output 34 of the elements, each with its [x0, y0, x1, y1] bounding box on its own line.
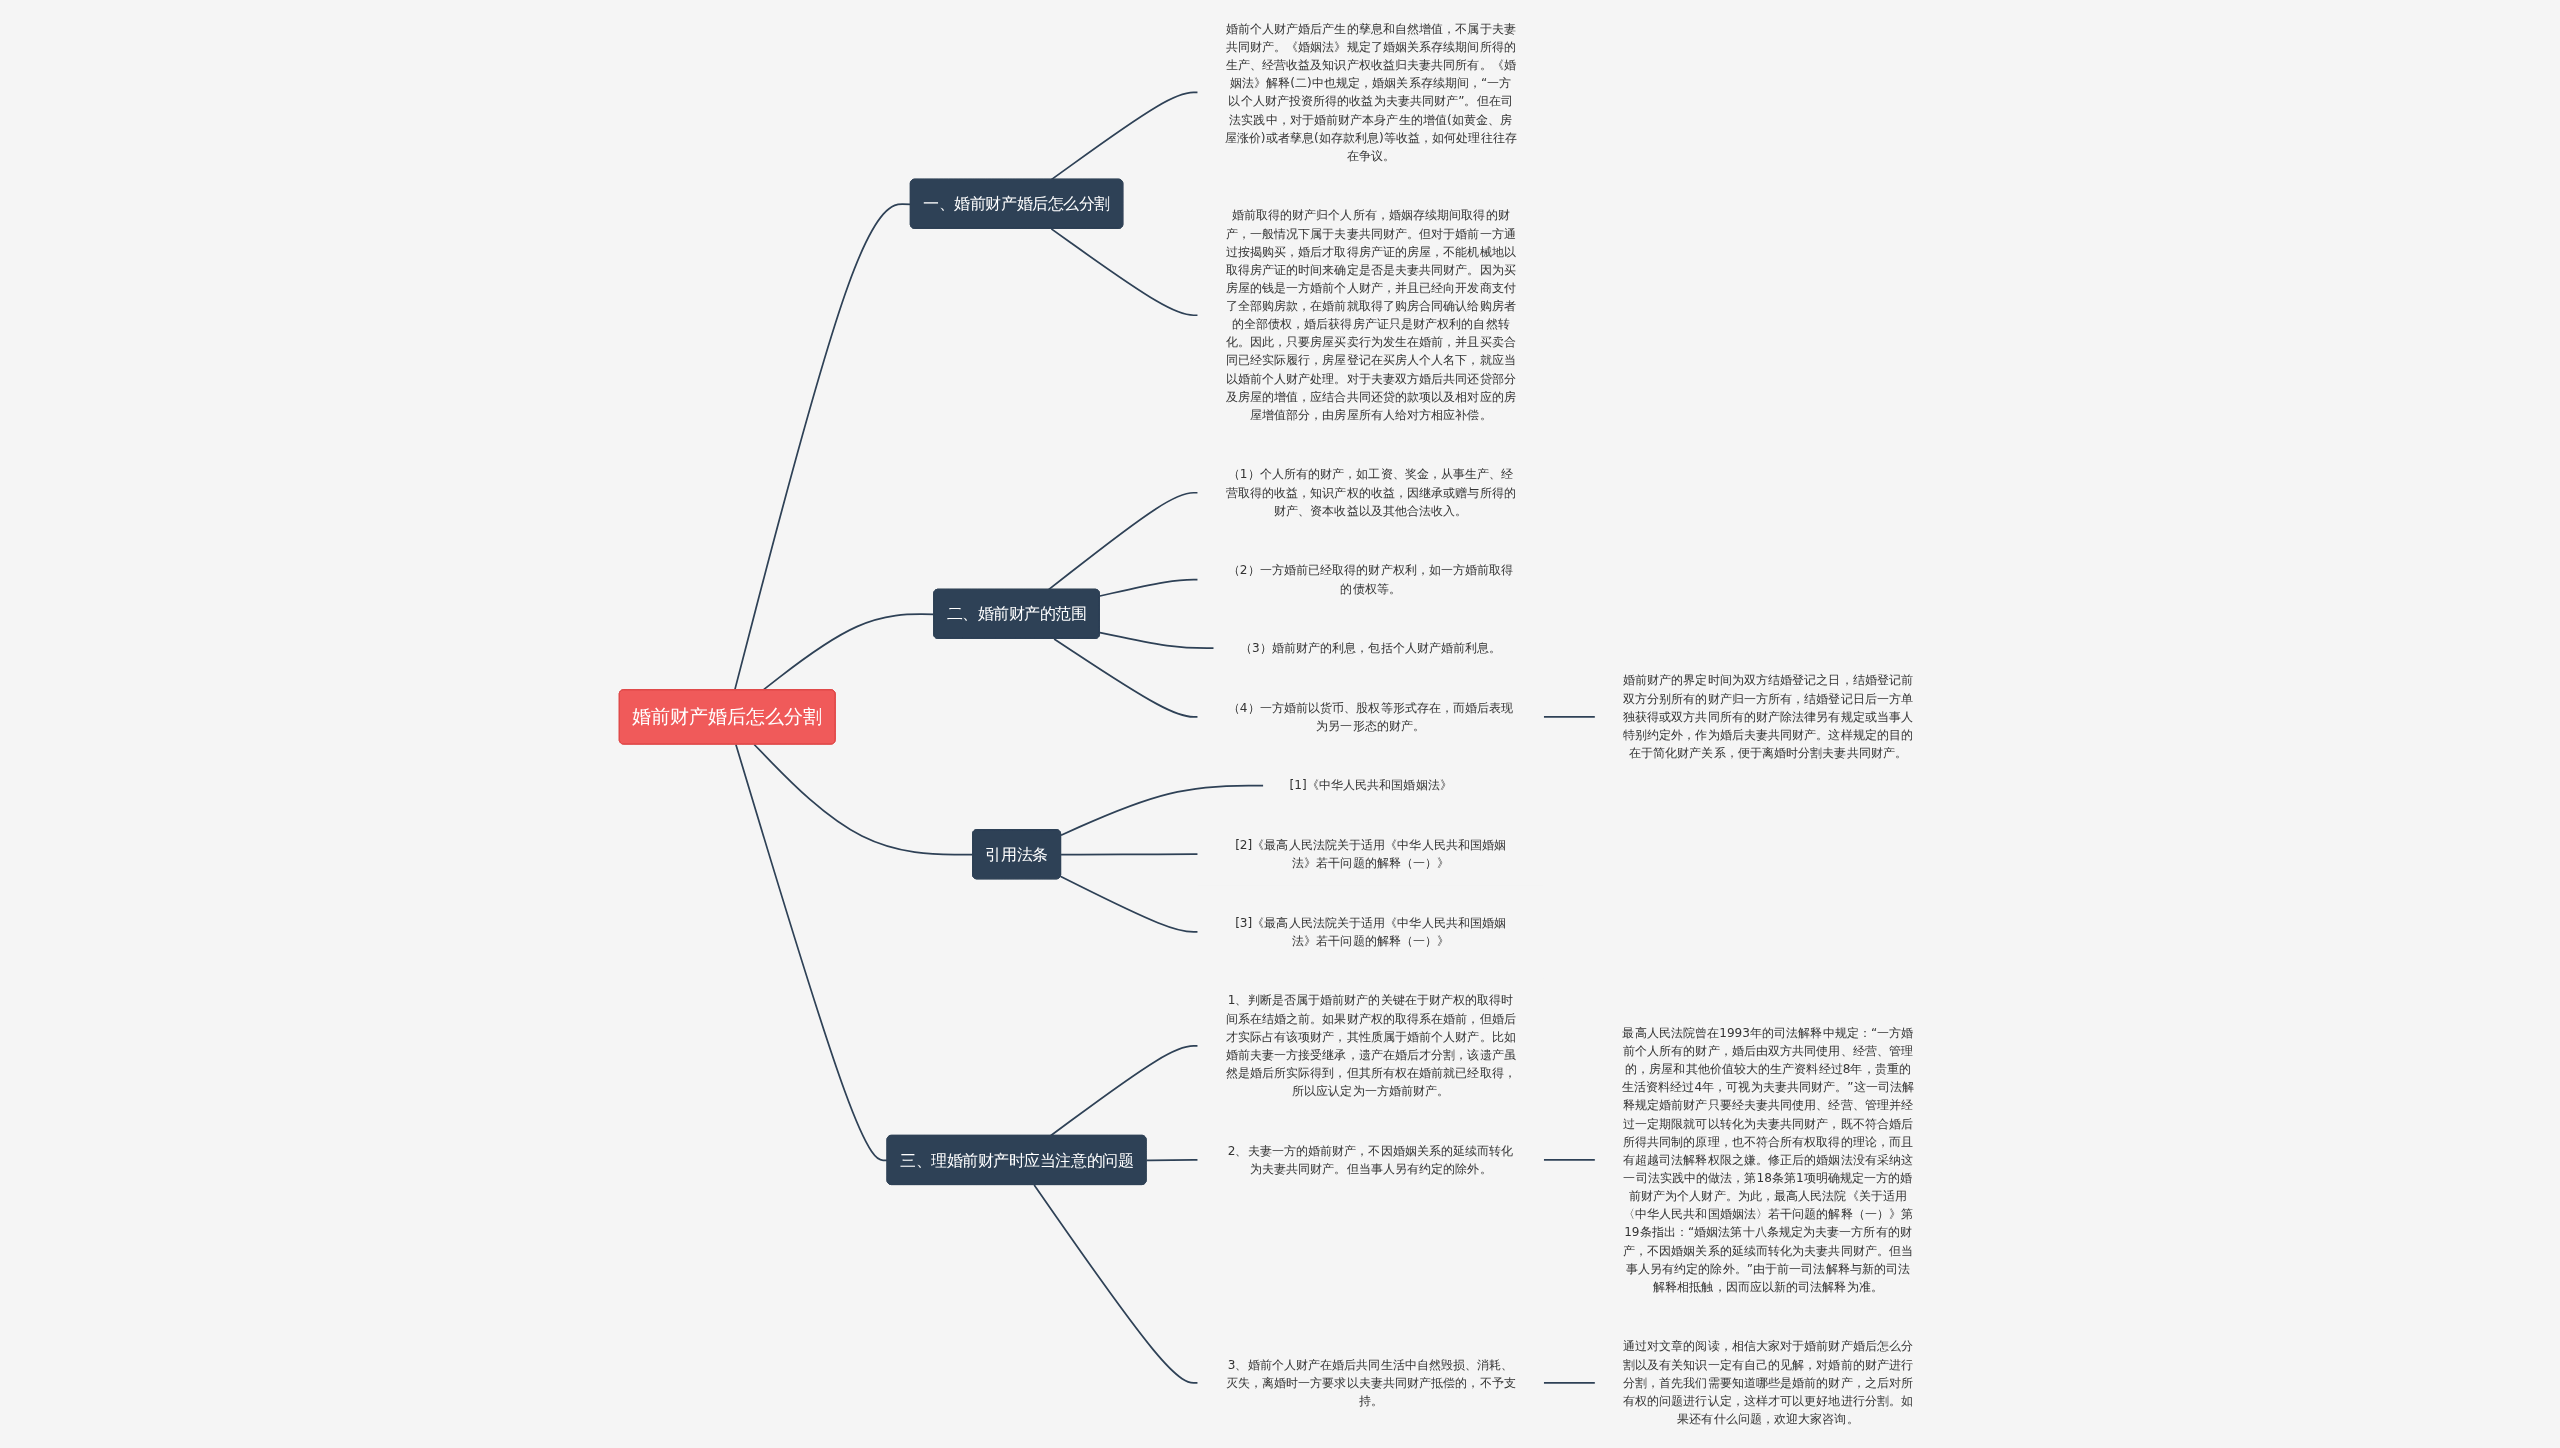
- node-text: 婚前财产的界定时间为双方结婚登记之日，结婚登记前双方分别所有的财产归一方所有，结婚登记日后一方单独获得或双方共同所有的财产除法律另有规定或当事人特别约定外，作为婚后夫妻共同财产。这样规定的目的在于简化财产关系，便于离婚时分割夫妻共同财产。: [1622, 673, 1914, 760]
- connector: [1033, 1184, 1199, 1384]
- node-text: 2、夫妻一方的婚前财产，不因婚姻关系的延续而转化为夫妻共同财产。但当事人另有约定的除外。: [1227, 1143, 1514, 1176]
- connector: [753, 743, 974, 856]
- node-text: 最高人民法院曾在1993年的司法解释中规定：“一方婚前个人所有的财产，婚后由双方共同使用、经营、管理的，房屋和其他价值较大的生产资料经过8年，贵重的生活资料经过4年，可视为夫妻共同财产。”这一司法解释规定婚前财产只要经夫妻共同使用、经营、管理并经过一定期限就可以转化为夫妻共同财产，既不符合婚后所得共同制的原理，也不符合所有权取得的理论，而且有超越司法解释权限之嫌。修正后的婚姻法没有采纳这一司法实践中的做法，第18条第1项明确规定一方的婚前财产为个人财产。为此，最高人民法院《关于适用〈中华人民共和国婚姻法〉若干问题的解释（一）》第19条指出：“婚姻法第十八条规定为夫妻一方所有的财产，不因婚姻关系的延续而转化为夫妻共同财产。但当事人另有约定的除外。”由于前一司法解释与新的司法解释相抵触，因而应以新的司法解释为准。: [1621, 1025, 1915, 1294]
- node-text: 1、判断是否属于婚前财产的关键在于财产权的取得时间系在结婚之前。如果财产权的取得系在婚前，但婚后才实际占有该项财产，其性质属于婚前个人财产。比如婚前夫妻一方接受继承，遗产在婚后才分割，该遗产虽然是婚后所实际得到，但其所有权在婚前就已经取得，所以应认定为一方婚前财产。: [1225, 993, 1516, 1098]
- connector: [1047, 491, 1199, 591]
- node-text: 3、婚前个人财产在婚后共同生活中自然毁损、消耗、灭失，离婚时一方要求以夫妻共同财产抵偿的，不予支持。: [1225, 1357, 1516, 1408]
- node-text: [3]《最高人民法院关于适用《中华人民共和国婚姻法》若干问题的解释（一）》: [1235, 915, 1507, 948]
- connector: [1050, 91, 1199, 181]
- node-text: 通过对文章的阅读，相信大家对于婚前财产婚后怎么分割以及有关知识一定有自己的见解，对婚前的财产进行分割，首先我们需要知道哪些是婚前的财产，之后对所有权的问题进行认定，这样才可以更好地进行分割。如果还有什么问题，欢迎大家咨询。: [1622, 1339, 1914, 1426]
- connector: [1060, 853, 1199, 856]
- connector: [1049, 1045, 1199, 1137]
- connector: [1542, 1381, 1597, 1384]
- node-text: 婚前个人财产婚后产生的孳息和自然增值，不属于夫妻共同财产。《婚姻法》规定了婚姻关系存续期间所得的生产、经营收益及知识产权收益归夫妻共同所有。《婚姻法》解释(二)中也规定，婚姻关系存续期间，“一方以个人财产投资所得的收益为夫妻共同财产”。但在司法实践中，对于婚前财产本身产生的增值(如黄金、房屋涨价)或者孳息(如存款利息)等收益，如何处理往往存在争议。: [1224, 21, 1517, 163]
- connector: [733, 203, 912, 691]
- connector: [1542, 1159, 1597, 1161]
- node-text: [1]《中华人民共和国婚姻法》: [1289, 778, 1452, 793]
- connector: [1059, 875, 1199, 933]
- connector: [1145, 1159, 1199, 1162]
- connector: [1060, 784, 1265, 837]
- node-text: （4）一方婚前以货币、股权等形式存在，而婚后表现为另一形态的财产。: [1227, 700, 1514, 733]
- node-text: （2）一方婚前已经取得的财产权利，如一方婚前取得的债权等。: [1227, 563, 1514, 596]
- node-text: （1）个人所有的财产，如工资、奖金，从事生产、经营取得的收益，知识产权的收益，因继承或赠与所得的财产、资本收益以及其他合法收入。: [1225, 467, 1516, 518]
- connector: [1099, 631, 1215, 650]
- connector: [1053, 638, 1199, 718]
- node-text: （3）婚前财产的利息，包括个人财产婚前利息。: [1239, 640, 1502, 655]
- connector: [1050, 228, 1199, 317]
- node-text: 婚前取得的财产归个人所有，婚姻存续期间取得的财产，一般情况下属于夫妻共同财产。但对于婚前一方通过按揭购买，婚后才取得房产证的房屋，不能机械地以取得房产证的时间来确定是否是夫妻共同财产。因为买房屋的钱是一方婚前个人财产，并且已经向开发商支付了全部购房款，在婚前就取得了购房合同确认给购房者的全部债权，婚后获得房产证只是财产权利的自然转化。因此，只要房屋买卖行为发生在婚前，并且买卖合同已经实际履行，房屋登记在买房人个人名下，就应当以婚前个人财产处理。对于夫妻双方婚后共同还贷部分及房屋的增值，应结合共同还贷的款项以及相对应的房屋增值部分，由房屋所有人给对方相应补偿。: [1225, 208, 1516, 422]
- connector: [735, 743, 889, 1162]
- connector: [762, 613, 935, 691]
- connector: [1099, 578, 1199, 597]
- connector: [1542, 716, 1597, 718]
- node-text: [2]《最高人民法院关于适用《中华人民共和国婚姻法》若干问题的解释（一）》: [1235, 837, 1507, 870]
